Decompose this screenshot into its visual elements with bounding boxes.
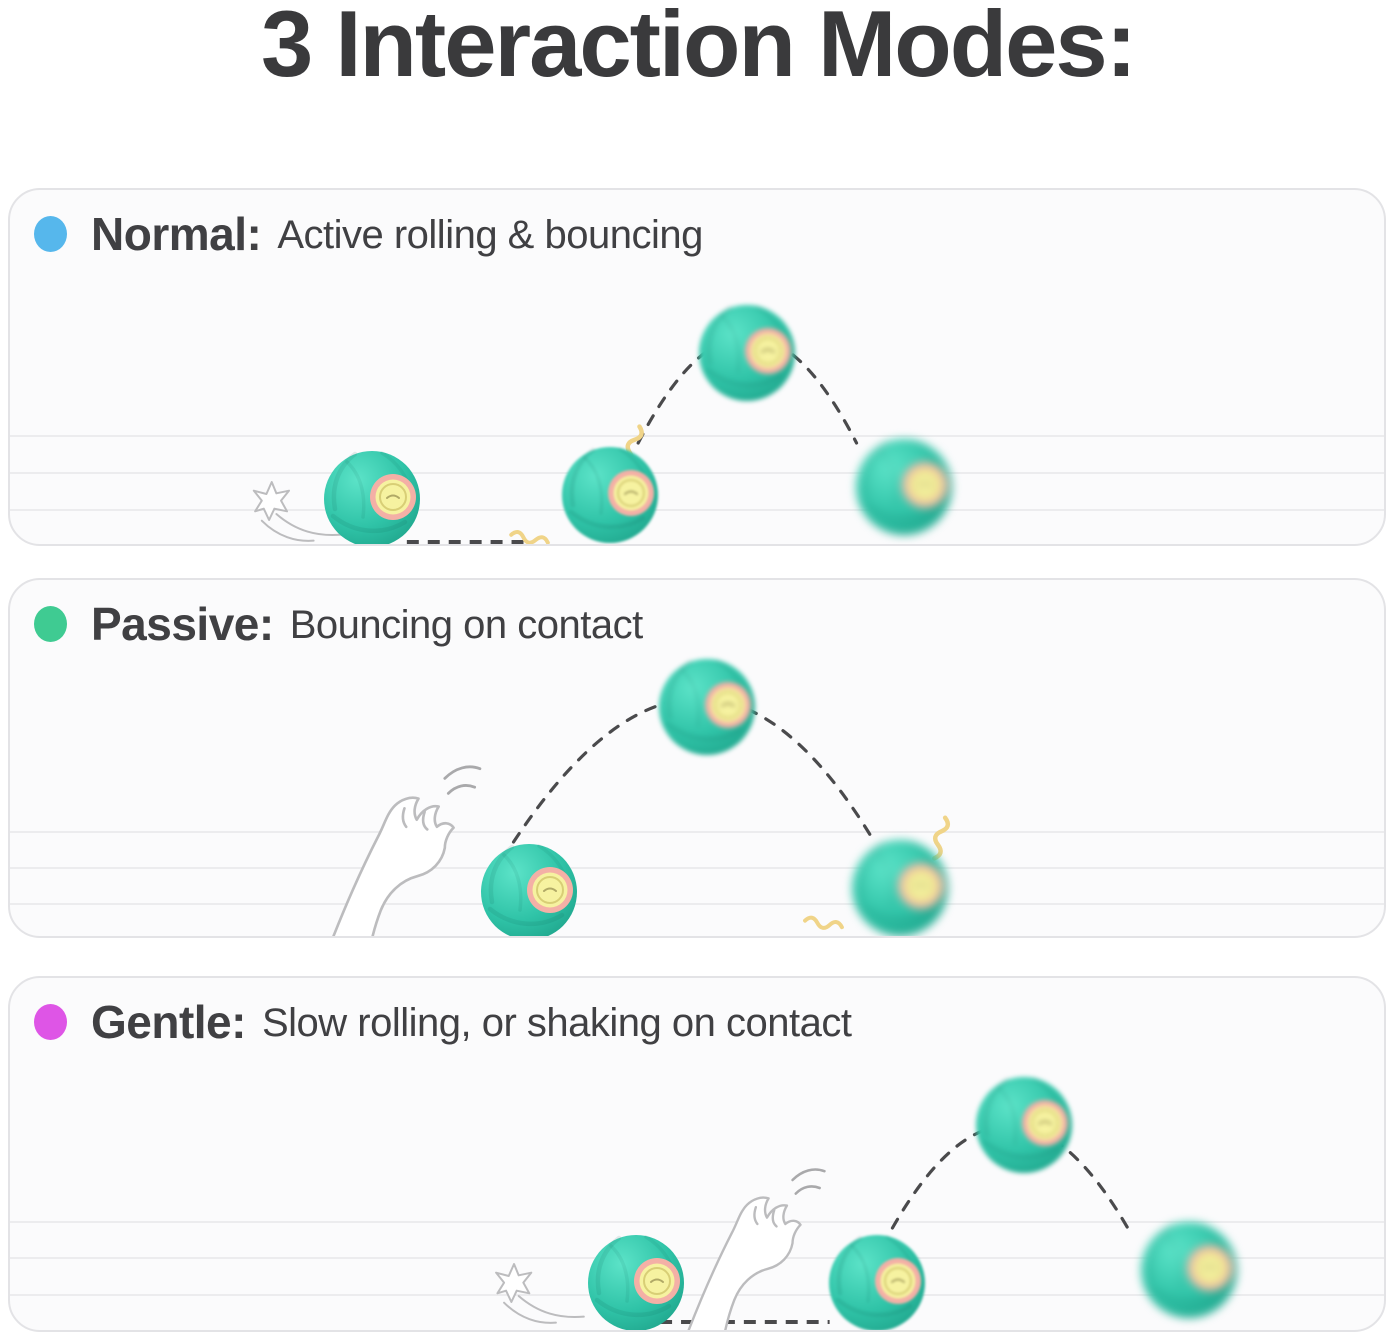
bounce-trajectory-arc [511,696,877,844]
pet-ball-icon [697,303,797,403]
pet-ball-icon [322,449,422,546]
mode-description: Active rolling & bouncing [277,212,703,257]
normal-mode-artwork [10,334,1384,544]
mode-description: Slow rolling, or shaking on contact [261,1000,852,1045]
pet-ball-icon [827,1233,927,1332]
pet-ball-icon [974,1075,1074,1175]
pet-ball-icon [479,842,579,938]
mode-dot-icon [34,216,67,252]
panel-passive-mode: Passive: Bouncing on contact [8,578,1386,938]
motion-swoosh-icon [495,1262,585,1324]
mode-dot-icon [34,1004,67,1040]
mode-header: Passive: Bouncing on contact [34,596,643,652]
mode-description: Bouncing on contact [289,602,643,647]
page-title: 3 Interaction Modes: [260,0,1137,96]
mode-header: Normal: Active rolling & bouncing [34,206,703,262]
mode-label: Passive: [91,598,274,650]
cat-paw-icon [681,1168,826,1330]
pet-ball-icon [850,838,950,938]
panel-gentle-mode: Gentle: Slow rolling, or shaking on cont… [8,976,1386,1332]
mode-header: Gentle: Slow rolling, or shaking on cont… [34,994,852,1050]
mode-label: Normal: [91,208,262,260]
mode-label: Gentle: [91,996,246,1048]
mode-dot-icon [34,606,67,642]
pet-ball-icon [854,437,954,537]
vibration-squiggle-icon [804,917,842,931]
pet-ball-icon [657,657,757,757]
panel-normal-mode: Normal: Active rolling & bouncing [8,188,1386,546]
cat-paw-icon [322,765,482,936]
pet-ball-icon [1139,1220,1239,1320]
passive-mode-artwork [10,696,1384,936]
pet-ball-icon [586,1233,686,1332]
bounce-trajectory-arc [636,334,859,445]
pet-ball-icon [560,445,660,545]
ruled-lines [10,435,1384,511]
ruled-lines [10,831,1384,905]
